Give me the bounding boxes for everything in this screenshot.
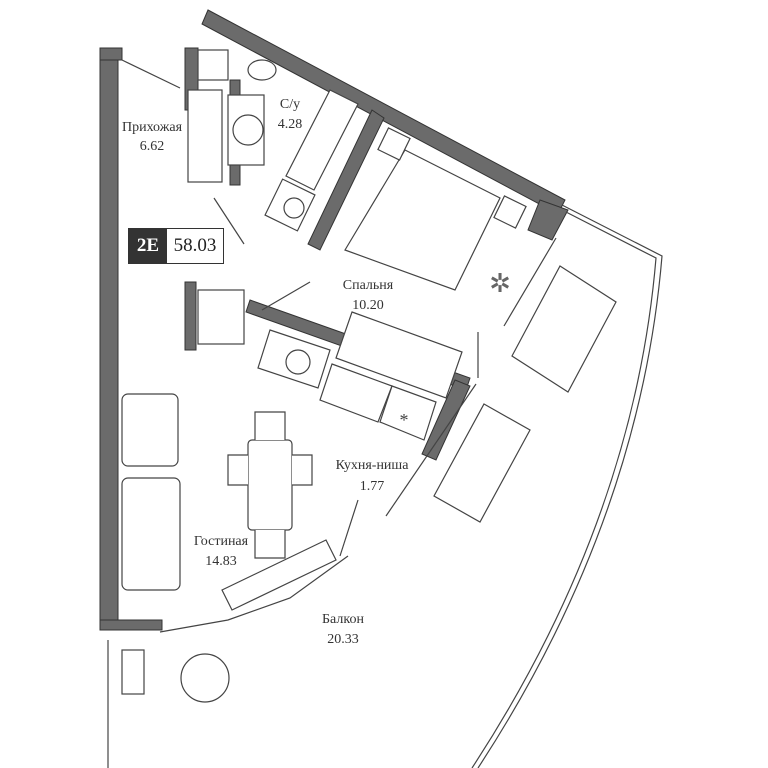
room-area: 10.20 [352, 298, 384, 313]
bedroom-door [261, 281, 311, 311]
room-name: Кухня-ниша [336, 458, 410, 473]
double-bed-icon [344, 149, 501, 291]
dining-table-icon [247, 439, 293, 531]
bedroom-bathroom-wall [307, 109, 385, 251]
sink-icon [232, 114, 264, 146]
bedroom-window [503, 237, 557, 327]
nightstand-icon [493, 195, 527, 229]
hall-wardrobe [187, 89, 223, 183]
kitchen-left-wall [184, 281, 197, 351]
kitchen-upper-cabinets [335, 311, 463, 399]
room-area: 20.33 [327, 632, 359, 647]
bottom-wall [99, 619, 163, 631]
room-label-balcony: Балкон 20.33 [322, 612, 364, 647]
room-label-bedroom: Спальня 10.20 [343, 278, 394, 313]
room-area: 1.77 [360, 479, 385, 494]
kitchen-door [339, 499, 359, 557]
bathroom-door [213, 197, 245, 245]
entrance-door [121, 59, 181, 89]
washing-machine-drum [283, 197, 305, 219]
armchair-icon [121, 393, 179, 467]
apartment-code: 2E [129, 229, 167, 263]
room-name: С/у [280, 97, 300, 112]
fridge-icon [379, 385, 437, 441]
sun-lounger-icon [511, 265, 617, 393]
toilet-icon [247, 59, 277, 81]
room-name: Спальня [343, 278, 394, 293]
room-label-hallway: Прихожая 6.62 [122, 120, 183, 154]
balcony-table-icon [180, 653, 230, 703]
bathtub-icon [285, 89, 359, 191]
sofa-icon [121, 477, 181, 591]
nightstand-icon [377, 127, 411, 161]
cooktop-icon [319, 363, 393, 423]
room-area: 4.28 [278, 117, 303, 132]
tv-stand-icon [221, 539, 337, 611]
room-name: Балкон [322, 612, 364, 627]
sink-bowl [285, 349, 311, 375]
bedroom-corner-wall [527, 199, 569, 241]
balcony-railing-inner [471, 211, 657, 768]
balcony-railing [477, 204, 663, 768]
apartment-badge: 2E 58.03 [128, 228, 224, 264]
snowflake-icon: * [400, 410, 409, 430]
apartment-total-area: 58.03 [173, 235, 217, 256]
room-area: 14.83 [205, 554, 237, 569]
kitchen-cabinet [197, 289, 245, 345]
room-label-bathroom: С/у 4.28 [278, 97, 303, 132]
plant-icon: ✲ [489, 269, 511, 298]
left-exterior-wall [99, 51, 119, 629]
room-name: Гостиная [194, 534, 249, 549]
bathroom-cabinet [197, 49, 229, 81]
living-room-window [159, 555, 349, 633]
sun-lounger-icon [433, 403, 531, 523]
balcony-cabinet-icon [121, 649, 145, 695]
wall-cap [99, 47, 123, 61]
room-label-kitchen: Кухня-ниша 1.77 [336, 458, 410, 494]
dining-chairs-icon [227, 411, 313, 559]
room-label-living-room: Гостиная 14.83 [194, 534, 249, 569]
kitchen-window [385, 383, 477, 517]
room-name: Прихожая [122, 120, 183, 135]
room-area: 6.62 [140, 139, 165, 154]
kitchen-side-wall [421, 379, 471, 461]
